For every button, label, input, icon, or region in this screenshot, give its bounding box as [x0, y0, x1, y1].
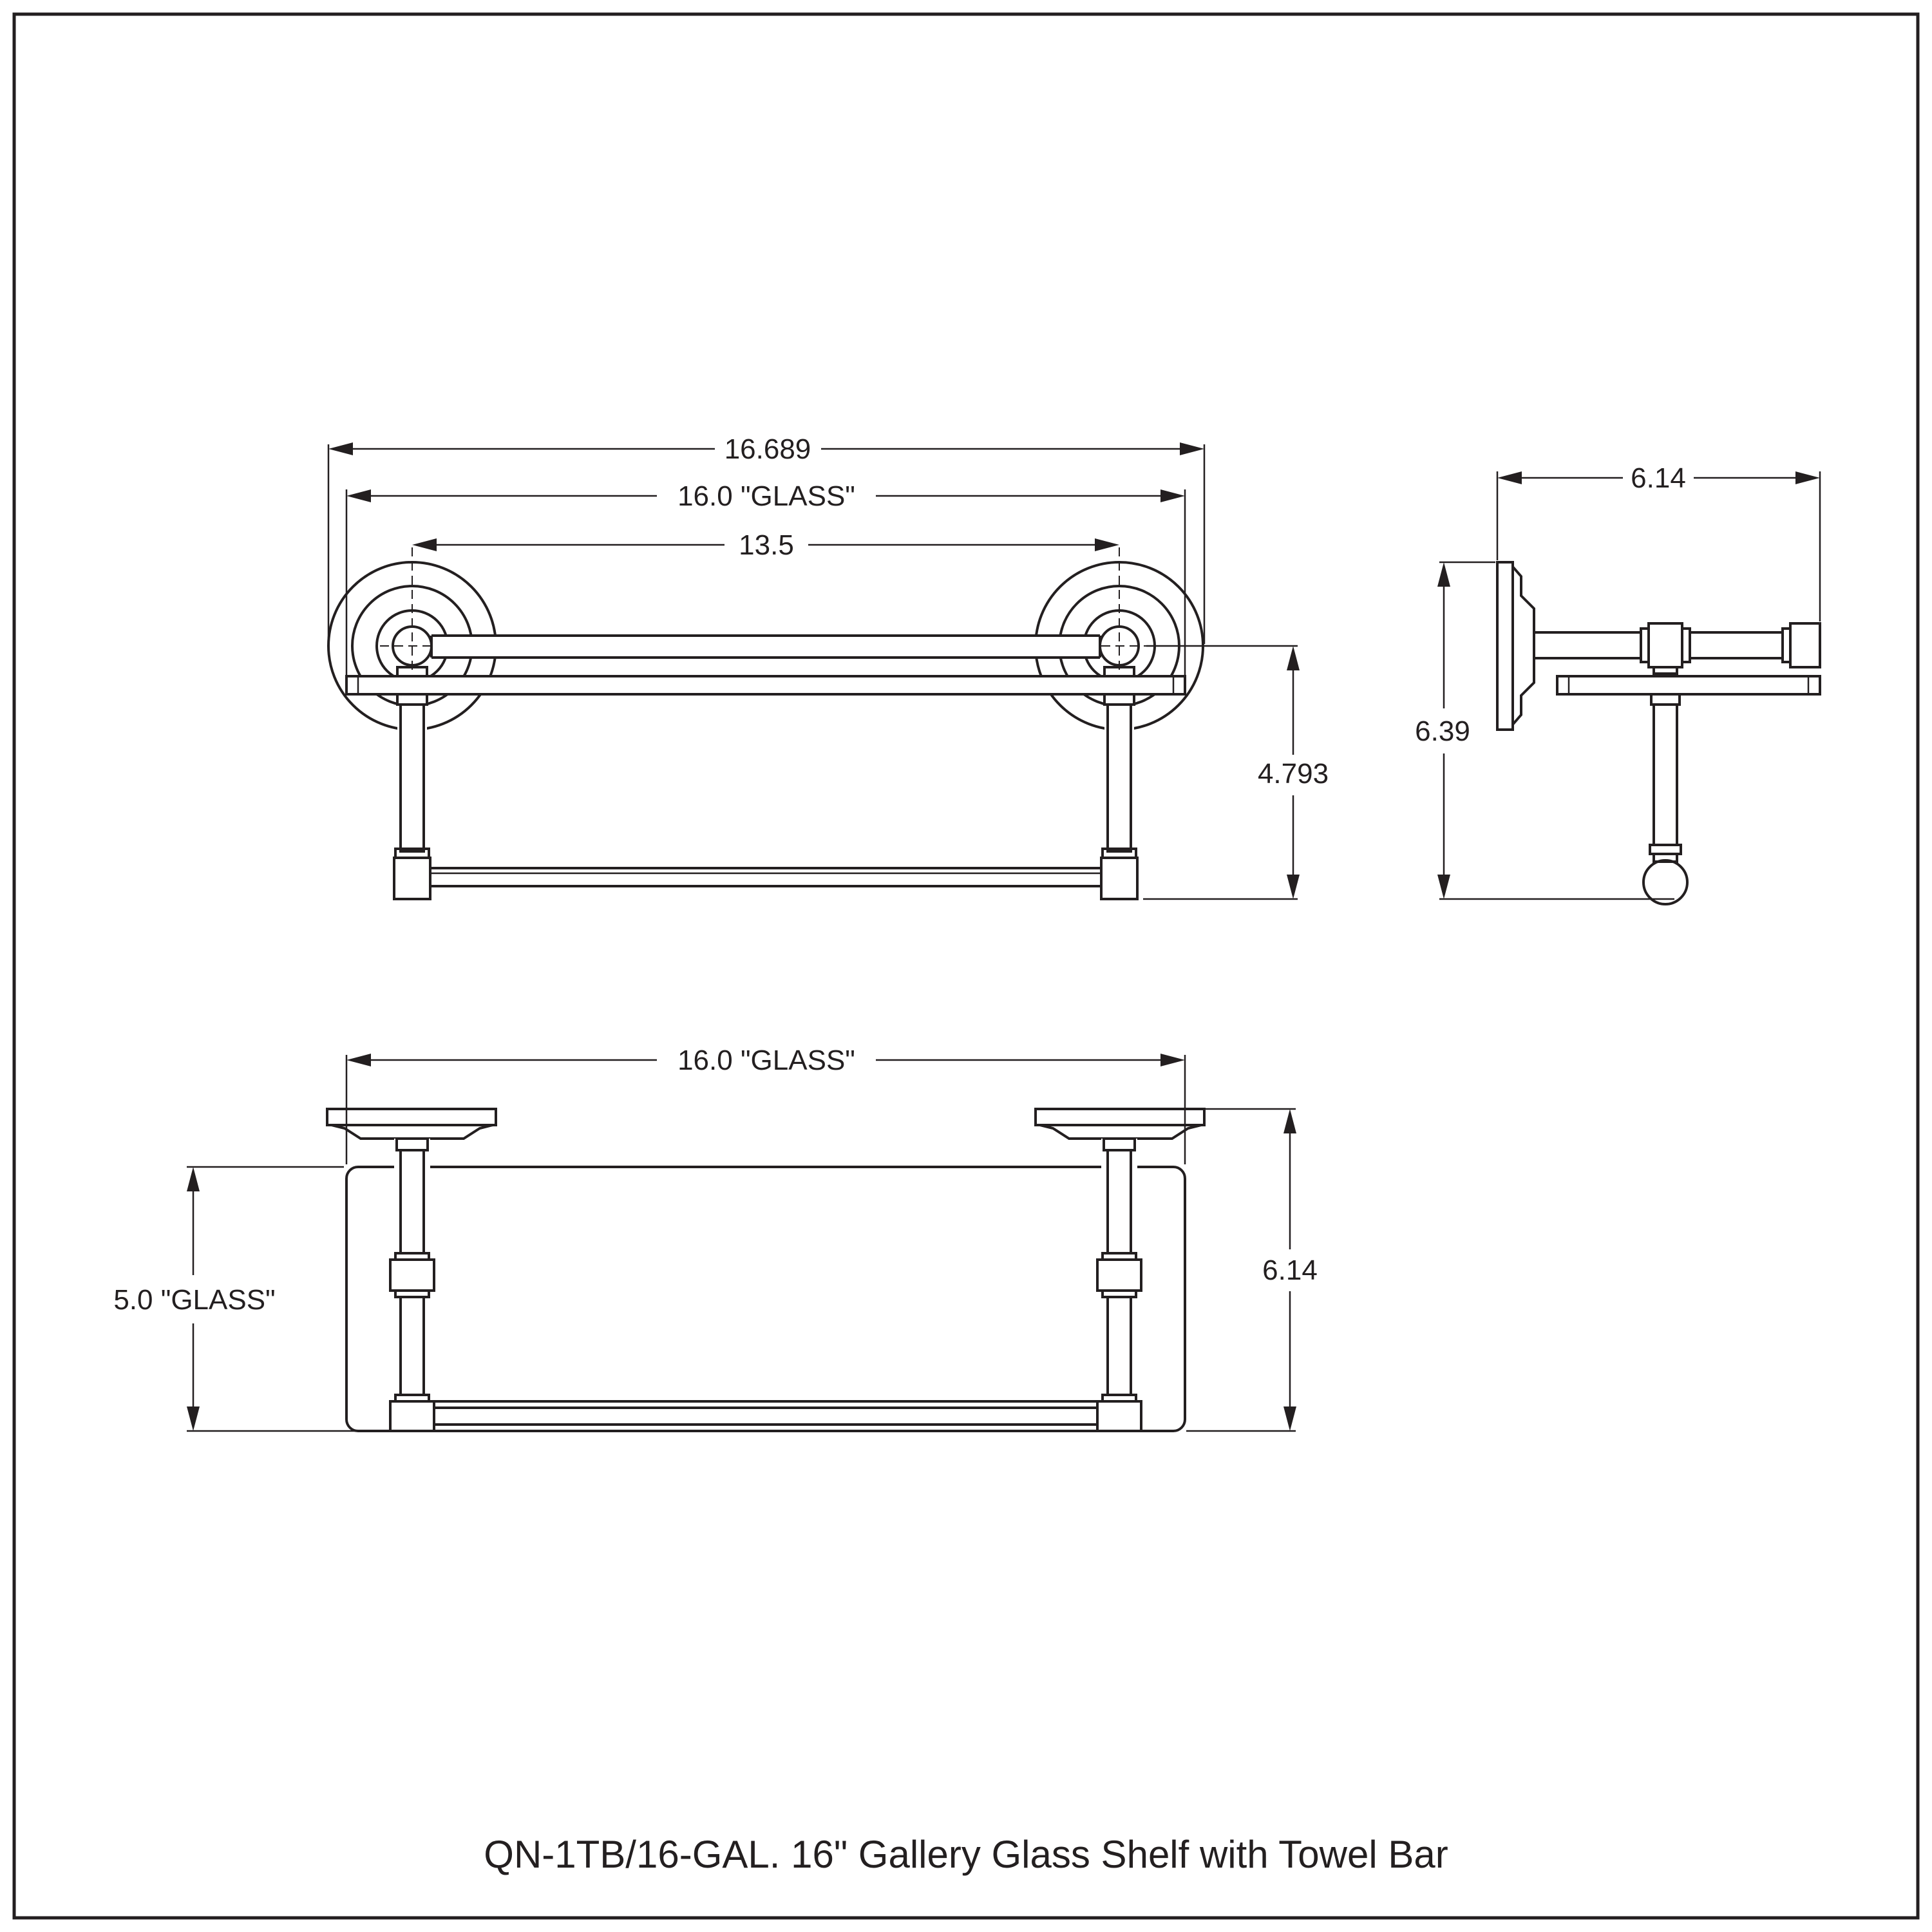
plan-towel-bar — [433, 1400, 1099, 1432]
dim-overall-width — [327, 442, 1206, 644]
sheet-border — [12, 12, 1920, 1920]
plan-view — [187, 1054, 1296, 1432]
side-flange — [1496, 561, 1535, 731]
label-height-front: 4.793 — [1258, 758, 1329, 790]
plan-right-post — [1096, 1137, 1142, 1432]
dim-side-depth — [1496, 471, 1821, 621]
label-glass-width-bottom: 16.0 "GLASS" — [677, 1045, 855, 1076]
glass-shelf-front — [345, 675, 1186, 696]
label-center-to-center: 13.5 — [739, 529, 794, 561]
left-post — [393, 693, 431, 900]
plan-glass — [345, 1166, 1186, 1432]
dim-glass-depth — [187, 1166, 389, 1432]
plan-left-post — [389, 1137, 435, 1432]
label-glass-depth: 5.0 "GLASS" — [113, 1284, 275, 1316]
label-plan-depth: 6.14 — [1262, 1255, 1318, 1286]
dim-glass-width-top — [345, 489, 1186, 675]
side-post — [1642, 693, 1689, 905]
towel-bar-front — [429, 867, 1103, 887]
side-view — [1437, 471, 1821, 905]
gallery-rail — [430, 634, 1101, 659]
dim-glass-width-bottom — [345, 1054, 1186, 1164]
label-side-depth: 6.14 — [1631, 462, 1686, 494]
dim-side-height — [1437, 561, 1674, 900]
drawing-title: QN-1TB/16-GAL. 16" Gallery Glass Shelf w… — [484, 1833, 1448, 1876]
label-glass-width-top: 16.0 "GLASS" — [677, 480, 855, 512]
label-side-height: 6.39 — [1415, 715, 1470, 747]
front-view — [327, 442, 1300, 900]
side-arm — [1534, 622, 1821, 668]
label-overall-width: 16.689 — [724, 433, 811, 465]
plan-left-flange — [326, 1108, 497, 1140]
dim-plan-depth — [1186, 1108, 1296, 1432]
plan-right-flange — [1034, 1108, 1206, 1140]
dim-center-to-center — [412, 538, 1119, 551]
side-glass — [1556, 675, 1821, 696]
dim-height-front — [1143, 645, 1300, 900]
right-post — [1100, 693, 1139, 900]
